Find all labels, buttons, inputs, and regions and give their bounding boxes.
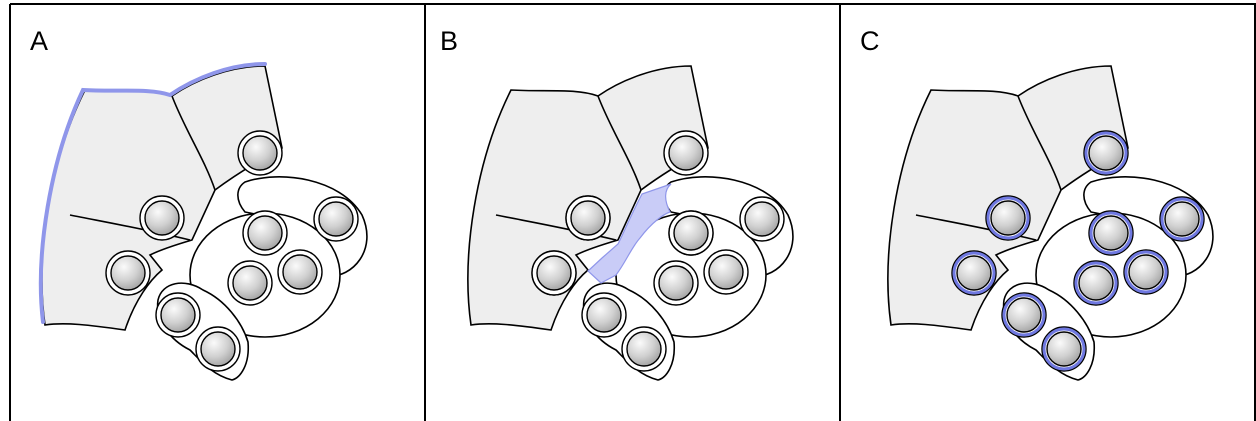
nucleus <box>532 251 576 295</box>
panel-label-b: B <box>440 26 458 56</box>
nucleus <box>566 196 610 240</box>
tissue-drawing <box>42 66 367 380</box>
panel-b: B <box>440 26 793 380</box>
nucleus <box>669 211 713 255</box>
panel-a: A <box>30 26 367 380</box>
panel-label-a: A <box>30 26 48 56</box>
panel-label-c: C <box>860 26 880 56</box>
panel-c: C <box>860 26 1213 380</box>
